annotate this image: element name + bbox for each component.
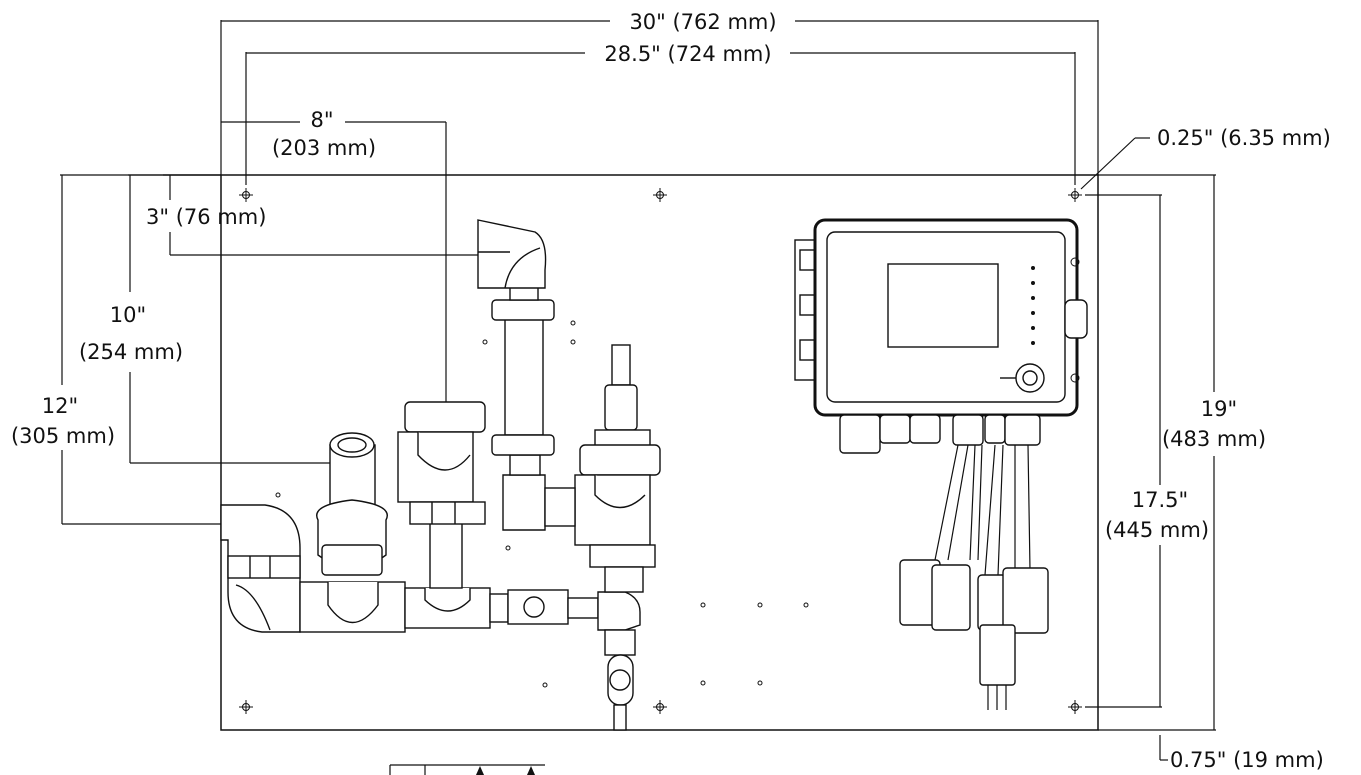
dim-hole-height-in: 17.5" — [1132, 488, 1188, 512]
fastener-dots — [275, 320, 809, 688]
sensor-body — [579, 444, 661, 476]
dim-top-to-outlet-mm: (305 mm) — [11, 424, 115, 448]
controller-screen — [887, 263, 999, 348]
cable-harness — [899, 444, 1049, 710]
dim-top-to-fitting: 3" (76 mm) — [146, 205, 266, 229]
top-elbow — [477, 219, 547, 289]
dim-hole-height-mm: (445 mm) — [1105, 518, 1209, 542]
controller-enclosure — [794, 218, 1088, 454]
dim-overall-height-in: 19" — [1201, 397, 1237, 421]
dim-overall-width: 30" (762 mm) — [629, 10, 776, 34]
mounting-hole — [1068, 700, 1082, 714]
title-block-fragment — [389, 764, 545, 775]
dim-inlet-offset-in: 8" — [310, 108, 333, 132]
dim-edge-to-hole: 0.75" (19 mm) — [1170, 748, 1324, 772]
mounting-hole — [653, 700, 667, 714]
filter-housing — [404, 401, 486, 433]
dim-overall-height-mm: (483 mm) — [1162, 427, 1266, 451]
plumbing-assembly — [220, 219, 661, 731]
mounting-holes — [239, 188, 1082, 714]
mounting-hole — [239, 188, 253, 202]
dim-hole-diameter: 0.25" (6.35 mm) — [1157, 126, 1331, 150]
power-plug — [979, 624, 1016, 686]
mounting-hole — [653, 188, 667, 202]
mounting-hole — [1068, 188, 1082, 202]
status-leds — [1031, 266, 1035, 345]
mounting-hole — [239, 700, 253, 714]
dim-hole-span: 28.5" (724 mm) — [604, 42, 771, 66]
dim-top-to-center-mm: (254 mm) — [79, 340, 183, 364]
dim-top-to-center-in: 10" — [110, 303, 146, 327]
dim-inlet-offset-mm: (203 mm) — [272, 136, 376, 160]
dim-top-to-outlet-in: 12" — [42, 394, 78, 418]
